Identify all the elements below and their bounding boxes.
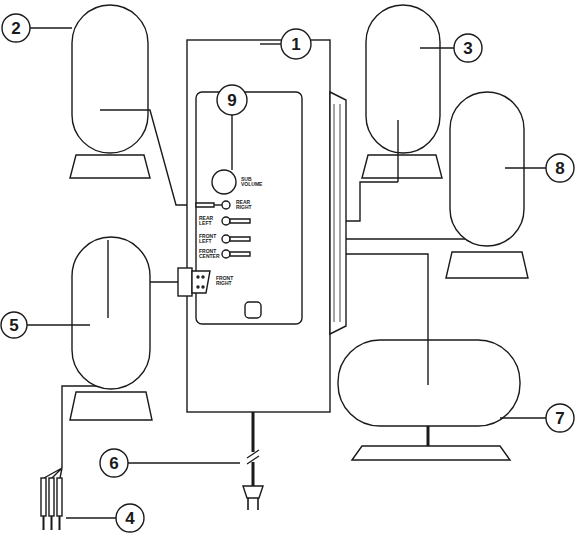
- callout-number: 9: [227, 92, 236, 109]
- port-label: FRONT CENTER: [199, 249, 223, 260]
- callout-number: 4: [125, 510, 134, 527]
- port-label: REAR RIGHT: [236, 200, 260, 211]
- callout-number: 1: [291, 36, 300, 53]
- callout-number: 2: [11, 20, 20, 37]
- port-label: SUB VOLUME: [241, 177, 265, 188]
- callout-number: 8: [555, 160, 564, 177]
- callout-number: 5: [9, 317, 18, 334]
- port-label: FRONT LEFT: [199, 234, 223, 245]
- port-label: REAR LEFT: [199, 216, 223, 227]
- port-label: FRONT RIGHT: [216, 276, 240, 287]
- callout-number: 3: [463, 40, 472, 57]
- callout-number: 7: [555, 410, 564, 427]
- callout-number: 6: [109, 455, 118, 472]
